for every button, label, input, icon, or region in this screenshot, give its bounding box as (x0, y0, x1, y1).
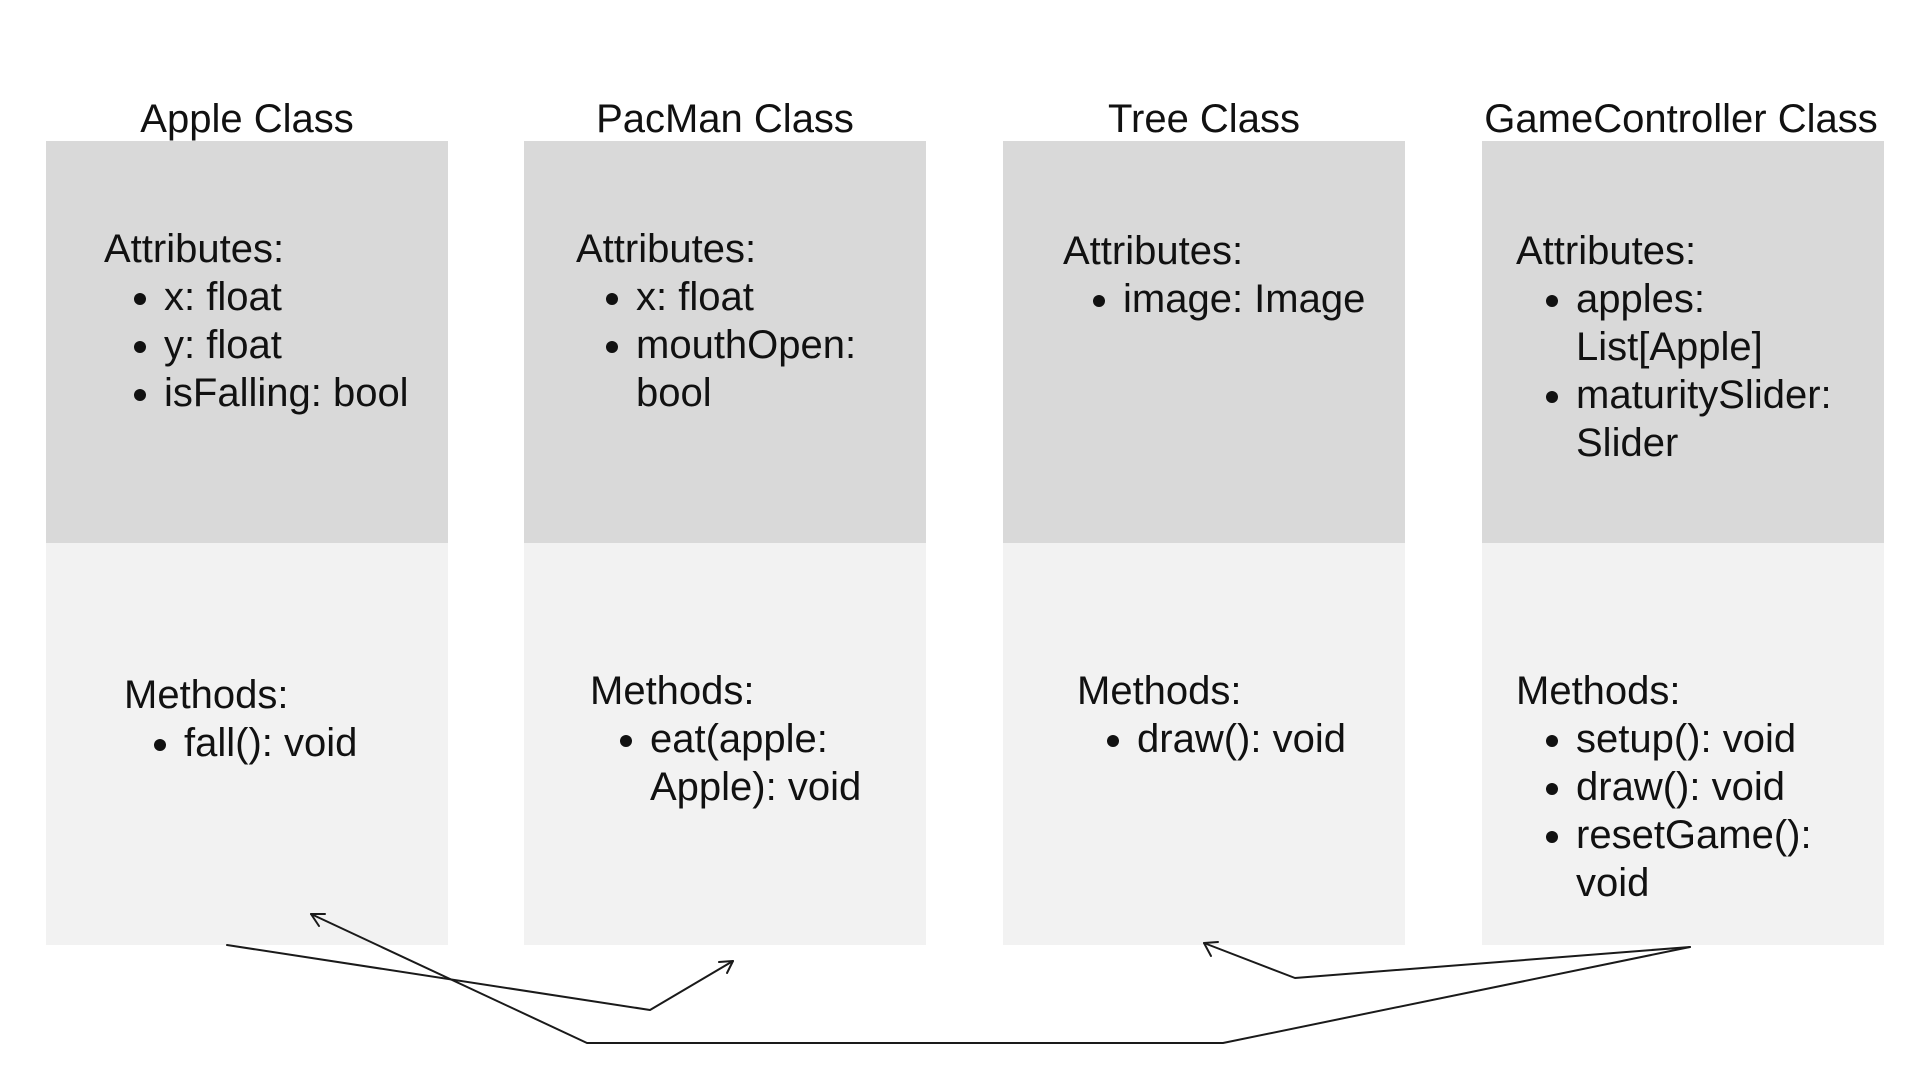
gamecontroller-methods-box: Methods: setup(): void draw(): void rese… (1482, 543, 1884, 945)
tree-attribute-item: image: Image (1123, 275, 1403, 323)
gamecontroller-to-apple-connector (310, 913, 1691, 1044)
pacman-method-item: eat(apple: Apple): void (650, 715, 910, 811)
gamecontroller-method-item: resetGame(): void (1576, 811, 1846, 907)
tree-attributes-section: Attributes: image: Image (1063, 227, 1403, 323)
gamecontroller-methods-section: Methods: setup(): void draw(): void rese… (1516, 667, 1846, 907)
gamecontroller-to-tree-arrowhead (1203, 941, 1219, 957)
tree-class-title: Tree Class (1108, 97, 1300, 141)
apple-attribute-item: y: float (164, 321, 409, 369)
apple-attribute-item: isFalling: bool (164, 369, 409, 417)
gamecontroller-to-tree-connector (1203, 942, 1691, 979)
tree-attributes-list: image: Image (1063, 275, 1403, 323)
gamecontroller-method-item: setup(): void (1576, 715, 1846, 763)
gamecontroller-attributes-box: Attributes: apples: List[Apple] maturity… (1482, 141, 1884, 543)
pacman-attribute-item: mouthOpen: bool (636, 321, 916, 417)
apple-to-pacman-arrowhead (718, 960, 734, 974)
gamecontroller-attributes-section: Attributes: apples: List[Apple] maturity… (1516, 227, 1876, 467)
pacman-methods-list: eat(apple: Apple): void (590, 715, 910, 811)
gamecontroller-methods-label: Methods: (1516, 669, 1681, 713)
pacman-attributes-list: x: float mouthOpen: bool (576, 273, 916, 417)
apple-method-item: fall(): void (184, 719, 357, 767)
apple-class-title: Apple Class (140, 97, 354, 141)
gamecontroller-methods-list: setup(): void draw(): void resetGame(): … (1516, 715, 1846, 907)
pacman-methods-label: Methods: (590, 669, 755, 713)
tree-method-item: draw(): void (1137, 715, 1397, 763)
apple-to-pacman-connector (226, 944, 734, 1011)
tree-methods-list: draw(): void (1077, 715, 1397, 763)
pacman-attributes-label: Attributes: (576, 227, 757, 271)
gamecontroller-method-item: draw(): void (1576, 763, 1846, 811)
gamecontroller-attribute-item: maturitySlider: Slider (1576, 371, 1876, 467)
pacman-methods-section: Methods: eat(apple: Apple): void (590, 667, 910, 811)
tree-methods-box: Methods: draw(): void (1003, 543, 1405, 945)
apple-attributes-section: Attributes: x: float y: float isFalling:… (104, 225, 409, 417)
pacman-methods-box: Methods: eat(apple: Apple): void (524, 543, 926, 945)
apple-methods-section: Methods: fall(): void (124, 671, 357, 767)
tree-methods-label: Methods: (1077, 669, 1242, 713)
apple-methods-label: Methods: (124, 673, 289, 717)
tree-attributes-label: Attributes: (1063, 229, 1244, 273)
apple-methods-list: fall(): void (124, 719, 357, 767)
gamecontroller-class-title: GameController Class (1484, 97, 1878, 141)
pacman-attribute-item: x: float (636, 273, 916, 321)
apple-attributes-label: Attributes: (104, 227, 285, 271)
gamecontroller-to-apple-arrowhead (310, 913, 326, 927)
apple-attributes-box: Attributes: x: float y: float isFalling:… (46, 141, 448, 543)
tree-methods-section: Methods: draw(): void (1077, 667, 1397, 763)
apple-attributes-list: x: float y: float isFalling: bool (104, 273, 409, 417)
gamecontroller-attributes-list: apples: List[Apple] maturitySlider: Slid… (1516, 275, 1876, 467)
pacman-attributes-box: Attributes: x: float mouthOpen: bool (524, 141, 926, 543)
apple-attribute-item: x: float (164, 273, 409, 321)
pacman-attributes-section: Attributes: x: float mouthOpen: bool (576, 225, 916, 417)
tree-attributes-box: Attributes: image: Image (1003, 141, 1405, 543)
gamecontroller-attributes-label: Attributes: (1516, 229, 1697, 273)
gamecontroller-attribute-item: apples: List[Apple] (1576, 275, 1876, 371)
pacman-class-title: PacMan Class (596, 97, 854, 141)
apple-methods-box: Methods: fall(): void (46, 543, 448, 945)
